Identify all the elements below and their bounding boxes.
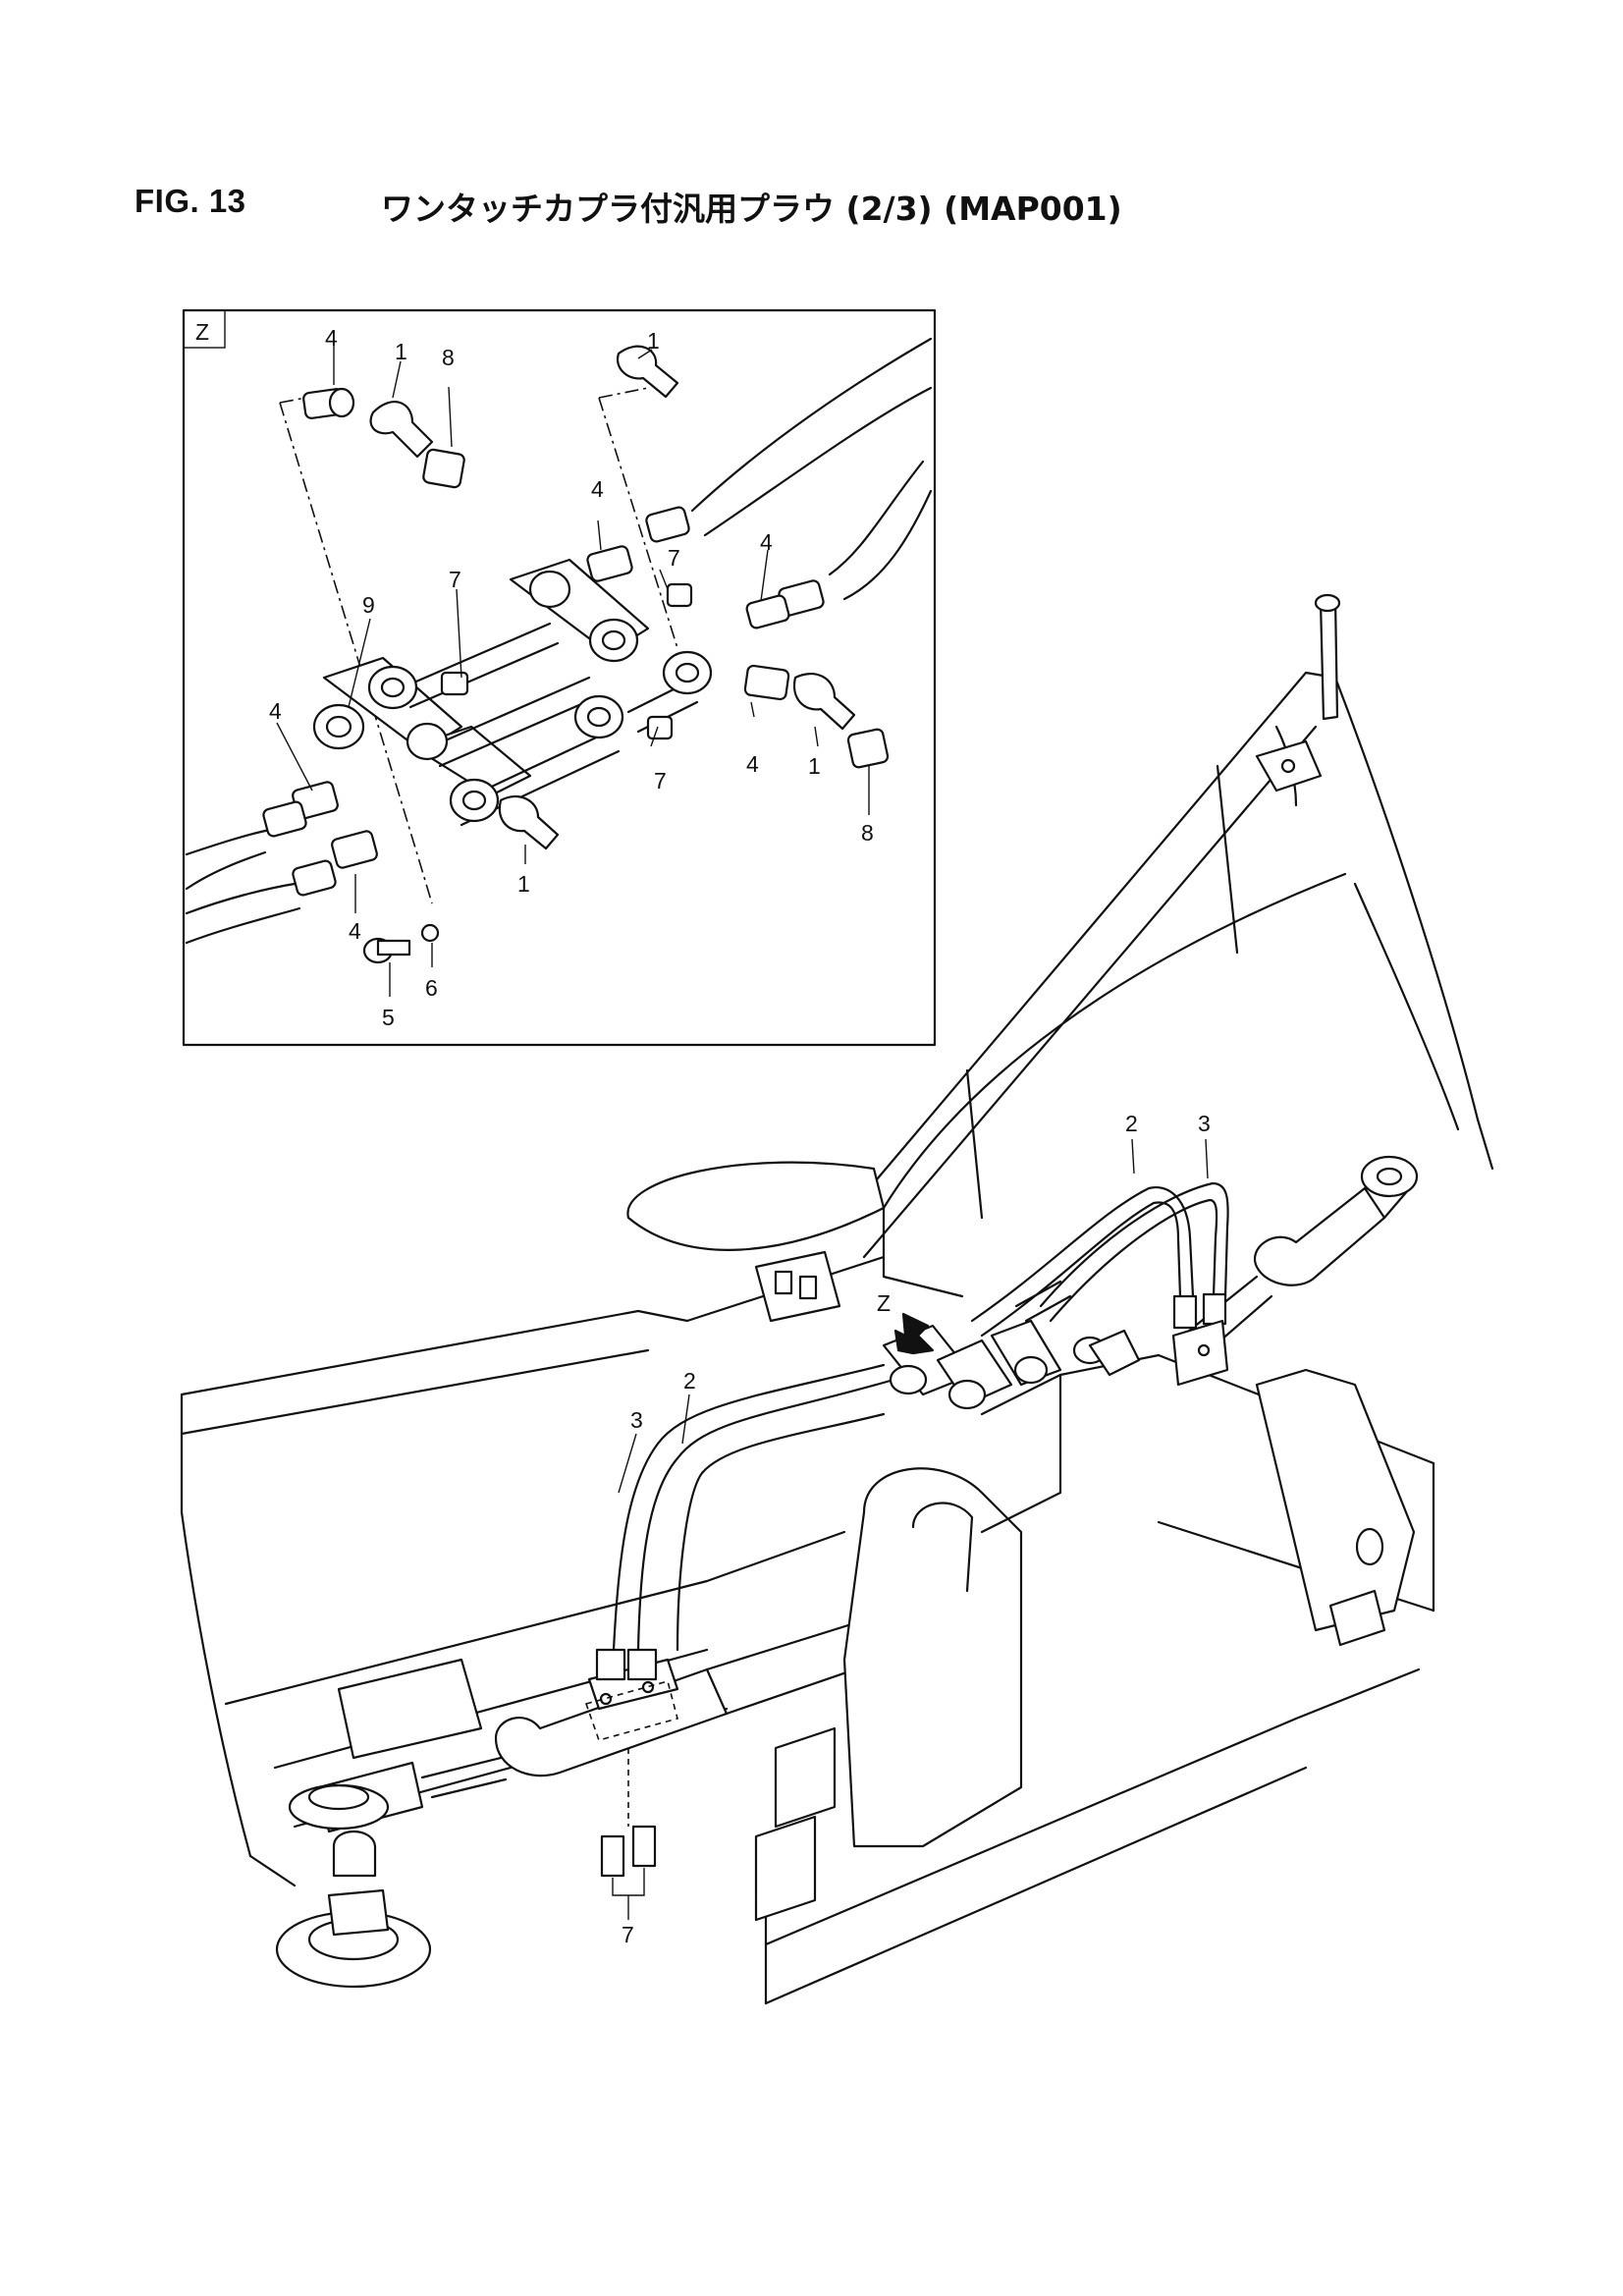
callout-5: 5 xyxy=(382,1005,395,1030)
callout-1: 1 xyxy=(517,871,530,897)
callout-7: 7 xyxy=(668,545,680,571)
view-letter: Z xyxy=(195,319,209,345)
callout-1: 1 xyxy=(395,339,407,364)
main-assembly-view: Z xyxy=(180,593,1494,2005)
callout-7: 7 xyxy=(449,567,461,592)
detail-view-z: Z xyxy=(182,308,937,1047)
callout-1: 1 xyxy=(808,753,821,779)
callout-4: 4 xyxy=(349,918,361,944)
callout-1: 1 xyxy=(647,328,660,354)
figure-caption: ワンタッチカプラ付汎用プラウ (2/3) (MAP001) xyxy=(381,190,1122,228)
callout-3: 3 xyxy=(1198,1111,1211,1136)
callout-8: 8 xyxy=(442,345,455,370)
detail-view-frame xyxy=(182,308,937,1047)
callout-9: 9 xyxy=(362,592,375,618)
figure-number: FIG. 13 xyxy=(135,183,246,219)
callout-4: 4 xyxy=(591,476,604,502)
callout-2: 2 xyxy=(683,1368,696,1394)
callout-2: 2 xyxy=(1125,1111,1138,1136)
callout-4: 4 xyxy=(325,325,338,351)
callout-8: 8 xyxy=(861,820,874,846)
view-letter-box xyxy=(183,309,226,349)
callout-6: 6 xyxy=(425,975,438,1001)
callout-4: 4 xyxy=(760,529,773,555)
callout-4: 4 xyxy=(746,751,759,777)
callout-7: 7 xyxy=(622,1922,634,1947)
view-pointer-label: Z xyxy=(877,1290,891,1316)
callout-4: 4 xyxy=(269,698,282,724)
callout-3: 3 xyxy=(630,1407,643,1433)
callout-7: 7 xyxy=(654,768,667,793)
